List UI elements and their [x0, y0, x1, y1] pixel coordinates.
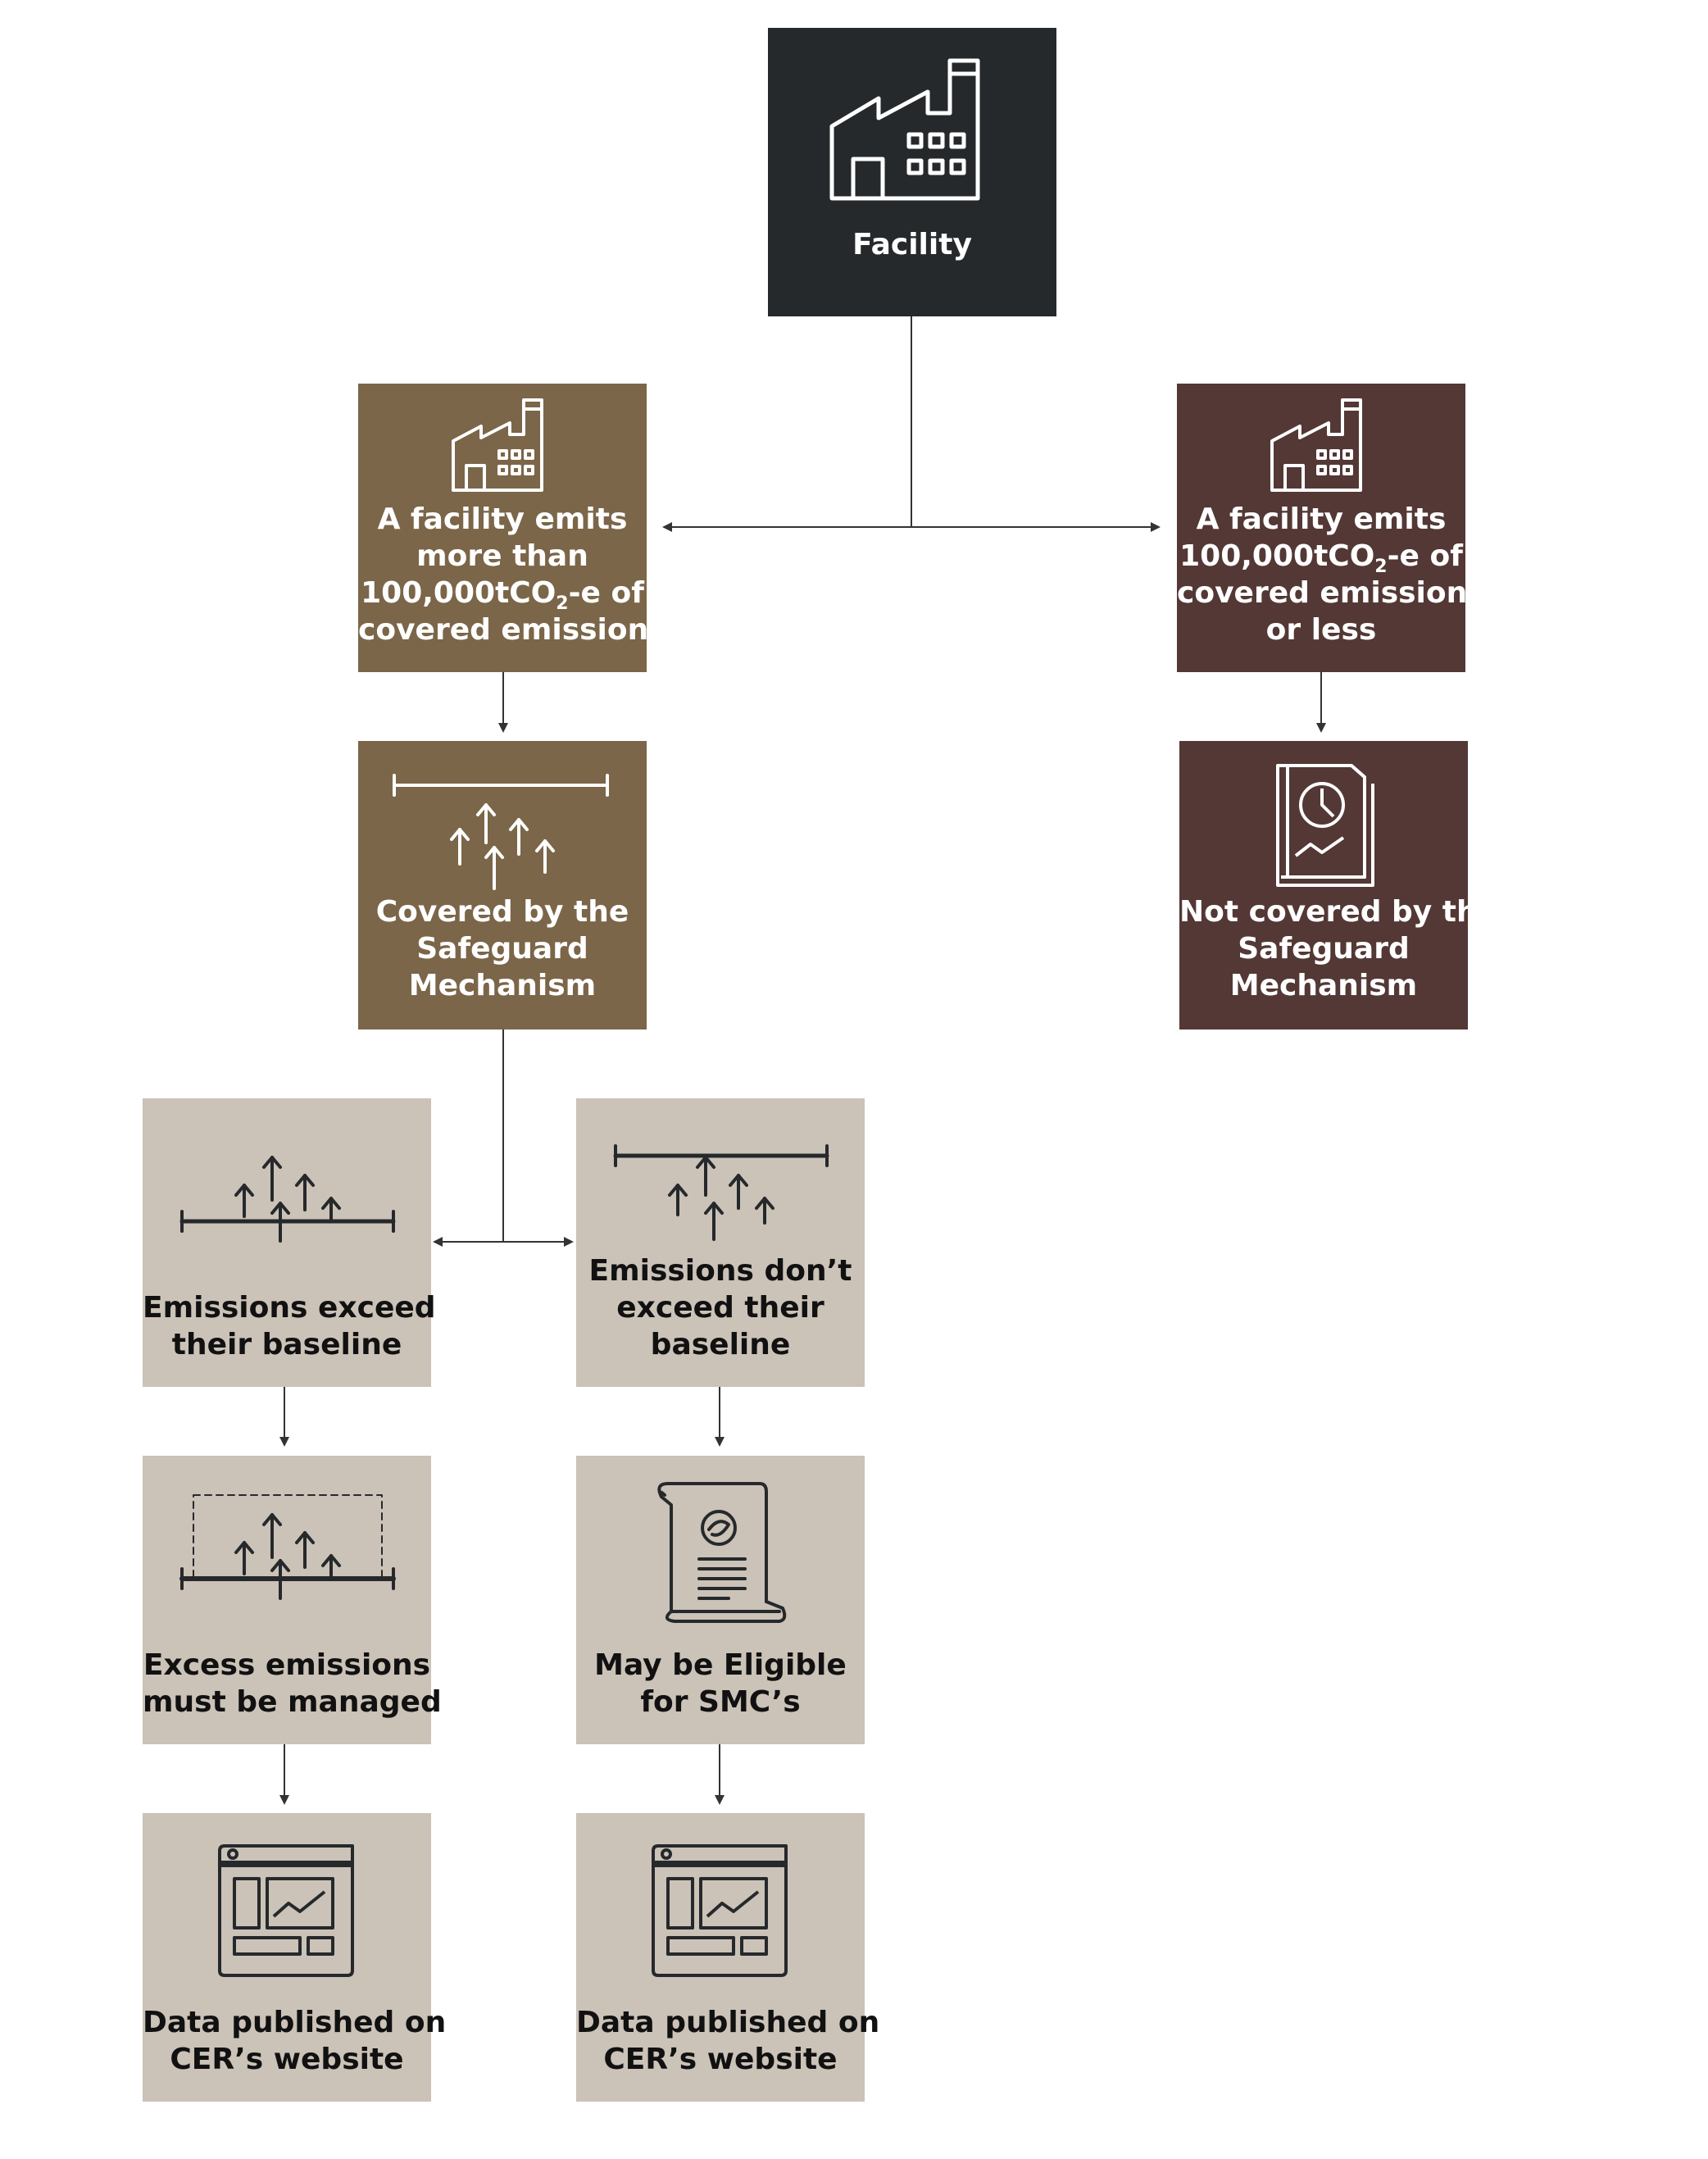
factory-icon: [829, 58, 980, 201]
more-than-unit: -e of: [568, 576, 644, 610]
emissions-below-baseline-icon: [393, 774, 609, 890]
node-published-right: Data published on CER’s website: [576, 1813, 880, 2102]
website-dashboard-icon: [652, 1844, 788, 1977]
node-published-left: Data published on CER’s website: [143, 1813, 447, 2102]
node-covered: Covered by the Safeguard Mechanism: [358, 741, 647, 1030]
more-than-line-3: 100,000tCO2-e of: [358, 575, 647, 614]
or-less-line-2: 100,000tCO2-e of: [1177, 538, 1465, 577]
node-smc-eligible: May be Eligible for SMC’s: [576, 1456, 865, 1744]
node-emissions-not-exceed: Emissions don’t exceed their baseline: [576, 1098, 865, 1387]
covered-line-1: Covered by the: [375, 895, 629, 929]
not-exceed-line-2: exceed their: [616, 1291, 824, 1325]
more-than-amount: 100,000tCO: [361, 576, 556, 610]
published-left-line-1: Data published on: [143, 2006, 447, 2039]
more-than-line-1: A facility emits: [377, 502, 628, 536]
certificate-icon: [657, 1482, 787, 1623]
smc-line-2: for SMC’s: [640, 1685, 801, 1719]
not-covered-line-2: Safeguard: [1238, 932, 1410, 966]
or-less-line-3: covered emissions: [1177, 576, 1485, 610]
not-exceed-line-3: baseline: [650, 1328, 791, 1361]
managed-line-2: must be managed: [143, 1685, 442, 1719]
or-less-line-4: or less: [1265, 613, 1377, 647]
exceed-line-1: Emissions exceed: [143, 1291, 436, 1325]
not-exceed-line-1: Emissions don’t: [588, 1254, 852, 1288]
covered-line-3: Mechanism: [408, 969, 597, 1002]
node-not-covered: Not covered by the Safeguard Mechanism: [1179, 741, 1498, 1030]
or-less-subscript: 2: [1374, 557, 1388, 577]
or-less-unit: -e of: [1387, 539, 1463, 573]
published-left-line-2: CER’s website: [170, 2043, 404, 2076]
or-less-line-1: A facility emits: [1196, 502, 1447, 536]
node-excess-managed: Excess emissions must be managed: [143, 1456, 442, 1744]
emissions-below-baseline-icon: [613, 1144, 829, 1241]
node-emissions-exceed: Emissions exceed their baseline: [143, 1098, 436, 1387]
report-document-icon: [1276, 764, 1374, 887]
node-or-less-threshold: A facility emits 100,000tCO2-e of covere…: [1177, 384, 1485, 672]
more-than-line-4: covered emissions: [358, 613, 666, 647]
emissions-above-baseline-icon: [179, 1156, 396, 1243]
exceed-line-2: their baseline: [171, 1328, 402, 1361]
published-right-line-2: CER’s website: [603, 2043, 838, 2076]
excess-emissions-icon: [179, 1494, 396, 1600]
or-less-amount: 100,000tCO: [1179, 539, 1375, 573]
node-facility: Facility: [768, 28, 1056, 316]
not-covered-line-3: Mechanism: [1229, 969, 1418, 1002]
factory-icon: [452, 398, 543, 492]
facility-label: Facility: [852, 228, 972, 261]
covered-line-2: Safeguard: [416, 932, 588, 966]
website-dashboard-icon: [218, 1844, 354, 1977]
more-than-line-2: more than: [416, 539, 588, 573]
managed-line-1: Excess emissions: [143, 1648, 431, 1682]
not-covered-line-1: Not covered by the: [1179, 895, 1498, 929]
published-right-line-1: Data published on: [576, 2006, 880, 2039]
smc-line-1: May be Eligible: [594, 1648, 847, 1682]
more-than-subscript: 2: [556, 593, 569, 614]
factory-icon: [1270, 398, 1362, 492]
node-more-than-threshold: A facility emits more than 100,000tCO2-e…: [358, 384, 666, 672]
